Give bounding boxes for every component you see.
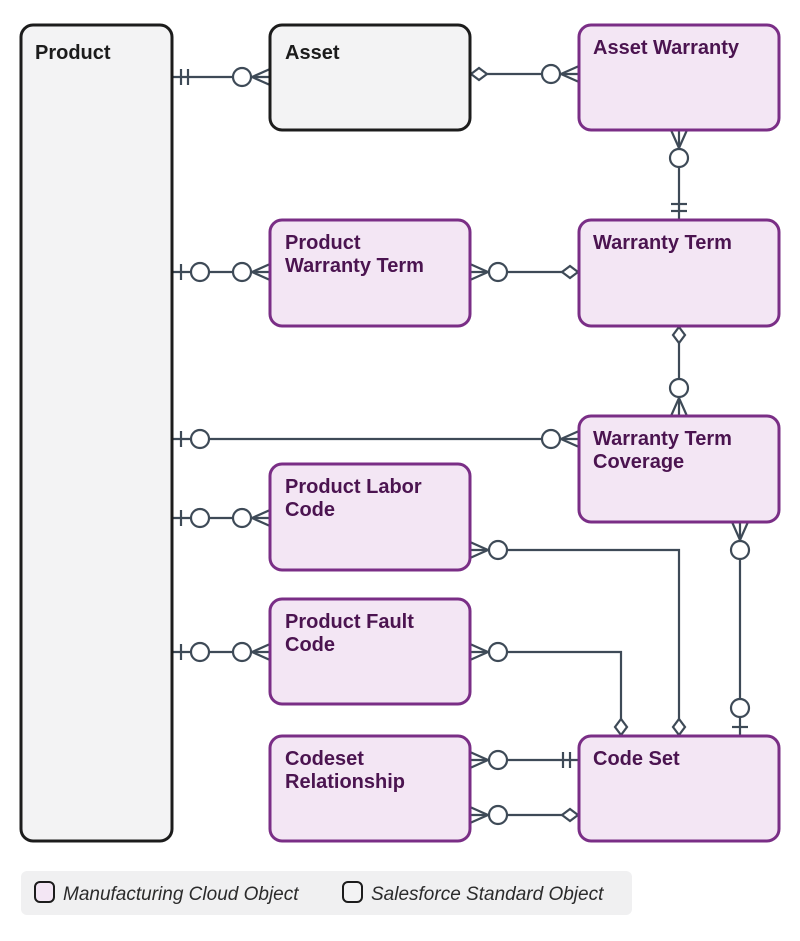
relationship-product-fault-code-to-code-set-start-marker (469, 641, 509, 663)
relationship-warranty-term-to-warranty-term-coverage-end-marker (668, 377, 690, 417)
relationship-product-labor-code-to-code-set-start-marker (469, 539, 509, 561)
relationship-asset-to-asset-warranty-start-marker (469, 66, 489, 82)
entity-product-labor-code-title: Product Labor Code (285, 476, 427, 521)
relationship-codeset-relationship-to-code-set-start-marker (469, 804, 509, 826)
relationship-product-to-product-fault-code-start-marker (179, 641, 211, 663)
relationship-warranty-term-to-warranty-term-coverage-start-marker (671, 325, 687, 345)
relationship-product-to-product-warranty-term-start-marker (179, 261, 211, 283)
relationship-product-to-warranty-term-coverage-end-marker (540, 428, 580, 450)
entity-warranty-term-coverage-title: Warranty Term Coverage (593, 428, 738, 473)
relationship-product-fault-code-to-code-set-end-marker (613, 717, 629, 737)
relationship-product-to-product-fault-code-end-marker (231, 641, 271, 663)
relationship-product-labor-code-to-code-set-end-marker (671, 717, 687, 737)
relationship-markers (179, 63, 751, 826)
relationship-product-warranty-term-to-warranty-term-end-marker (560, 264, 580, 280)
entity-codeset-relationship[interactable]: Codeset Relationship (268, 734, 472, 843)
relationship-product-to-warranty-term-coverage-start-marker (179, 428, 211, 450)
entity-product-fault-code-title: Product Fault Code (285, 611, 419, 656)
legend-label-standard: Salesforce Standard Object (371, 884, 604, 905)
legend-label-manufacturing: Manufacturing Cloud Object (63, 884, 299, 905)
entity-product-warranty-term[interactable]: Product Warranty Term (268, 218, 472, 328)
legend-swatch-standard (342, 881, 363, 903)
legend-background (21, 871, 632, 915)
entity-code-set-title: Code Set (593, 748, 680, 770)
entity-asset-warranty-title: Asset Warranty (593, 37, 740, 59)
relationship-warranty-term-coverage-to-code-set-end-marker (729, 697, 751, 729)
entity-product-title: Product (35, 42, 111, 64)
relationship-product-to-product-labor-code-end-marker (231, 507, 271, 529)
entity-codeset-relationship-title: Codeset Relationship (285, 748, 405, 793)
relationship-asset-warranty-to-warranty-term-start-marker (668, 129, 690, 169)
relationship-product-to-asset-end-marker (231, 66, 271, 88)
entity-asset-title: Asset (285, 42, 340, 64)
relationship-asset-to-asset-warranty-end-marker (540, 63, 580, 85)
entity-product-fault-code[interactable]: Product Fault Code (268, 597, 472, 706)
entity-warranty-term-coverage[interactable]: Warranty Term Coverage (577, 414, 781, 524)
entity-warranty-term-title: Warranty Term (593, 232, 732, 254)
relationship-asset-warranty-to-warranty-term-end-marker (671, 202, 687, 213)
relationship-codeset-relationship-to-code-set-end-marker (561, 752, 572, 768)
relationship-warranty-term-coverage-to-code-set-start-marker (729, 521, 751, 561)
entity-warranty-term[interactable]: Warranty Term (577, 218, 781, 328)
entity-code-set[interactable]: Code Set (577, 734, 781, 843)
relationship-codeset-relationship-to-code-set-start-marker (469, 749, 509, 771)
entity-product-labor-code[interactable]: Product Labor Code (268, 462, 472, 572)
relationship-product-labor-code-to-code-set-line (470, 548, 681, 736)
relationship-product-warranty-term-to-warranty-term-start-marker (469, 261, 509, 283)
relationship-product-to-product-labor-code-start-marker (179, 507, 211, 529)
relationship-product-to-product-warranty-term-end-marker (231, 261, 271, 283)
legend-swatch-manufacturing (34, 881, 55, 903)
entity-product-warranty-term-title: Product Warranty Term (285, 232, 424, 277)
relationship-product-fault-code-to-code-set-line (470, 650, 623, 736)
entity-product[interactable]: Product (19, 23, 174, 843)
entity-asset-warranty[interactable]: Asset Warranty (577, 23, 781, 132)
relationship-product-to-asset-start-marker (179, 69, 190, 85)
relationship-codeset-relationship-to-code-set-end-marker (560, 807, 580, 823)
legend: Manufacturing Cloud Object Salesforce St… (21, 871, 632, 915)
entity-asset[interactable]: Asset (268, 23, 472, 132)
